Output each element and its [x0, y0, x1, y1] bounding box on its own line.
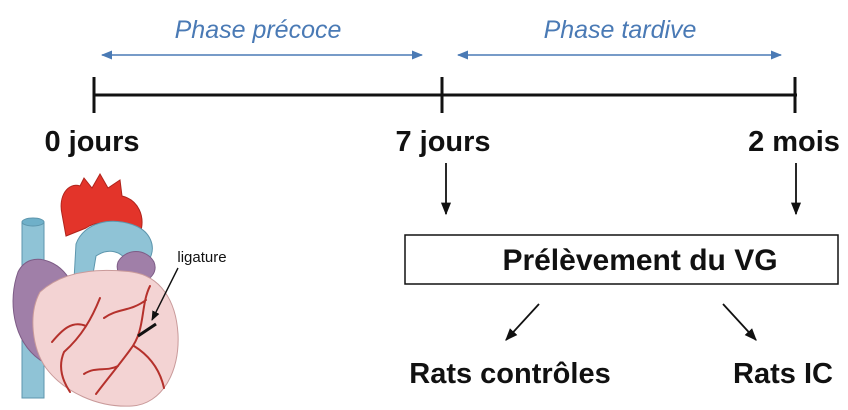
arrow-to-ic [722, 303, 757, 341]
sampling-box-label: Prélèvement du VG [502, 244, 777, 277]
timepoint-0-label: 0 jours [44, 126, 139, 158]
phase-early-label: Phase précoce [175, 16, 342, 44]
ventricles [32, 269, 179, 407]
phase-late-label: Phase tardive [544, 16, 697, 44]
vena-cava-top [21, 217, 45, 227]
timepoint-2m-label: 2 mois [748, 126, 840, 158]
coronary-vessels [51, 285, 165, 395]
group-control-label: Rats contrôles [409, 358, 610, 390]
group-ic-label: Rats IC [733, 358, 833, 390]
heart-illustration: ligature [12, 172, 227, 407]
arrow-to-control [505, 303, 540, 341]
ligature-label: ligature [177, 249, 226, 266]
sampling-box [404, 234, 839, 285]
timeline [92, 77, 797, 113]
ligature-pointer [151, 267, 179, 321]
pulmonary-artery [73, 220, 153, 281]
ligature-mark [137, 322, 157, 338]
timepoint-7-label: 7 jours [395, 126, 490, 158]
